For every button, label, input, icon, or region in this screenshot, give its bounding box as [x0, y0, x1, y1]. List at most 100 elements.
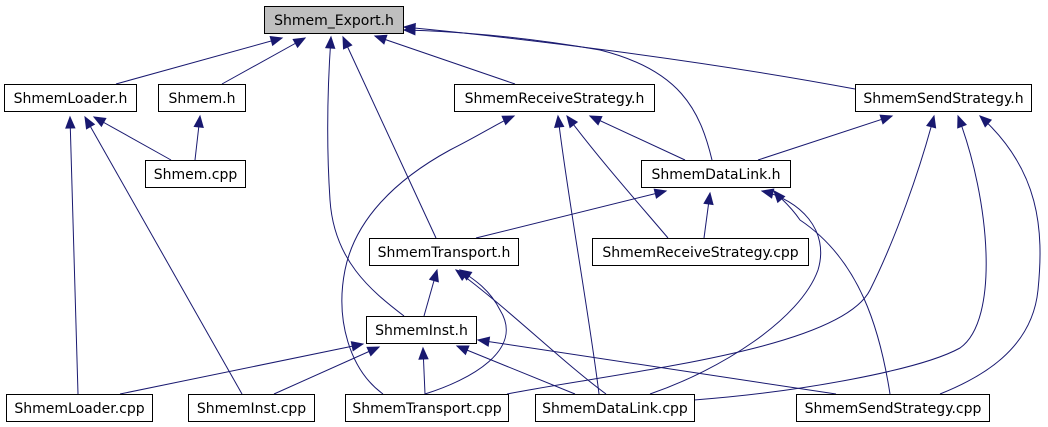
node-loader-cpp[interactable]: ShmemLoader.cpp: [6, 394, 153, 422]
edge-shmem_cpp-to-shmem_h: [193, 114, 204, 161]
node-box[interactable]: [158, 84, 246, 112]
node-box[interactable]: [641, 160, 791, 188]
edge-line: [221, 37, 306, 85]
node-loader-h[interactable]: ShmemLoader.h: [4, 84, 137, 112]
node-label: ShmemInst.h: [375, 323, 468, 339]
arrowhead: [588, 115, 603, 126]
arrowhead: [418, 346, 429, 360]
edge-inst_cpp-to-inst_h: [273, 346, 381, 395]
node-box[interactable]: [366, 316, 477, 344]
arrowhead: [324, 35, 336, 49]
edges-layer: [65, 22, 1041, 401]
arrowhead: [454, 269, 469, 282]
node-box[interactable]: [855, 84, 1032, 112]
edge-line: [456, 345, 576, 395]
edge-shmem_h-to-export_h: [221, 37, 307, 85]
arrowhead: [428, 268, 439, 283]
edge-line: [273, 346, 380, 395]
node-box[interactable]: [369, 238, 519, 266]
node-shmem-h[interactable]: Shmem.h: [158, 84, 246, 112]
arrowhead: [566, 114, 579, 129]
node-export-h[interactable]: Shmem_Export.h: [264, 6, 404, 34]
edge-send_cpp-to-datalink_h: [773, 189, 891, 395]
edge-line: [403, 29, 713, 161]
arrowhead: [350, 341, 365, 352]
node-inst-h[interactable]: ShmemInst.h: [366, 316, 477, 344]
edge-recv_cpp-to-datalink_h: [703, 191, 714, 239]
edge-line: [374, 35, 516, 85]
edge-loader_cpp-to-loader_h: [65, 115, 79, 395]
node-transport-cpp[interactable]: ShmemTransport.cpp: [345, 394, 509, 422]
node-datalink-h[interactable]: ShmemDataLink.h: [641, 160, 791, 188]
arrowhead: [65, 115, 76, 129]
node-box[interactable]: [592, 238, 809, 266]
node-box[interactable]: [188, 394, 315, 422]
node-send-cpp[interactable]: ShmemSendStrategy.cpp: [796, 394, 990, 422]
arrowhead: [773, 189, 786, 204]
arrowhead: [760, 188, 775, 199]
edge-line: [693, 115, 987, 401]
node-box[interactable]: [535, 394, 695, 422]
node-label: ShmemSendStrategy.cpp: [805, 401, 982, 417]
node-box[interactable]: [454, 84, 655, 112]
edge-line: [341, 115, 515, 395]
edge-loader_cpp-to-inst_h: [119, 341, 365, 395]
edge-line: [773, 190, 891, 395]
edge-send_cpp-to-send_h: [939, 115, 1041, 395]
node-recv-cpp[interactable]: ShmemReceiveStrategy.cpp: [592, 238, 809, 266]
arrowhead: [501, 115, 516, 126]
node-box[interactable]: [4, 84, 137, 112]
edge-line: [939, 115, 1041, 395]
edge-datalink_h-to-export_h: [402, 25, 713, 161]
node-label: ShmemTransport.cpp: [352, 401, 501, 417]
node-recv-h[interactable]: ShmemReceiveStrategy.h: [454, 84, 655, 112]
edge-line: [589, 115, 686, 161]
edge-line: [475, 190, 667, 239]
edge-line: [403, 26, 856, 90]
edge-datalink_h-to-recv_h: [588, 115, 686, 161]
node-label: ShmemLoader.h: [14, 91, 128, 107]
edge-datalink_cpp-to-inst_h: [455, 345, 576, 395]
node-box[interactable]: [145, 160, 246, 188]
arrowhead: [402, 25, 416, 36]
node-shmem-cpp[interactable]: Shmem.cpp: [145, 160, 246, 188]
edge-transport_cpp-to-recv_h: [341, 115, 516, 395]
edge-line: [455, 269, 607, 395]
node-label: ShmemReceiveStrategy.h: [465, 91, 645, 107]
arrowhead: [926, 114, 937, 129]
edge-inst_h-to-export_h: [324, 35, 405, 317]
node-box[interactable]: [6, 394, 153, 422]
arrowhead: [373, 34, 388, 45]
arrowhead: [455, 345, 470, 356]
node-label: Shmem.h: [169, 91, 236, 107]
node-box[interactable]: [264, 6, 404, 34]
edge-line: [649, 190, 822, 395]
node-box[interactable]: [345, 394, 509, 422]
edge-transport_cpp-to-send_h: [506, 114, 937, 395]
edge-line: [424, 269, 507, 395]
edge-recv_h-to-export_h: [373, 34, 516, 85]
node-label: ShmemTransport.h: [378, 245, 511, 261]
node-box[interactable]: [796, 394, 990, 422]
node-inst-cpp[interactable]: ShmemInst.cpp: [188, 394, 315, 422]
node-datalink-cpp[interactable]: ShmemDataLink.cpp: [535, 394, 695, 422]
edge-line: [84, 116, 243, 395]
node-label: ShmemSendStrategy.h: [863, 91, 1023, 107]
edge-line: [69, 116, 79, 395]
arrowhead: [653, 188, 668, 199]
arrowhead: [342, 35, 353, 50]
node-send-h[interactable]: ShmemSendStrategy.h: [855, 84, 1032, 112]
node-label: ShmemDataLink.h: [651, 167, 780, 183]
edge-shmem_cpp-to-loader_h: [92, 116, 172, 161]
node-transport-h[interactable]: ShmemTransport.h: [369, 238, 519, 266]
edge-send_cpp-to-inst_h: [476, 336, 837, 395]
edge-datalink_cpp-to-transport_h: [454, 269, 607, 395]
node-label: ShmemDataLink.cpp: [542, 401, 688, 417]
edge-line: [506, 115, 935, 395]
edge-line: [477, 339, 837, 395]
arrowhead: [193, 114, 204, 129]
edge-line: [93, 116, 172, 161]
edge-line: [115, 37, 283, 85]
edge-line: [327, 36, 405, 317]
